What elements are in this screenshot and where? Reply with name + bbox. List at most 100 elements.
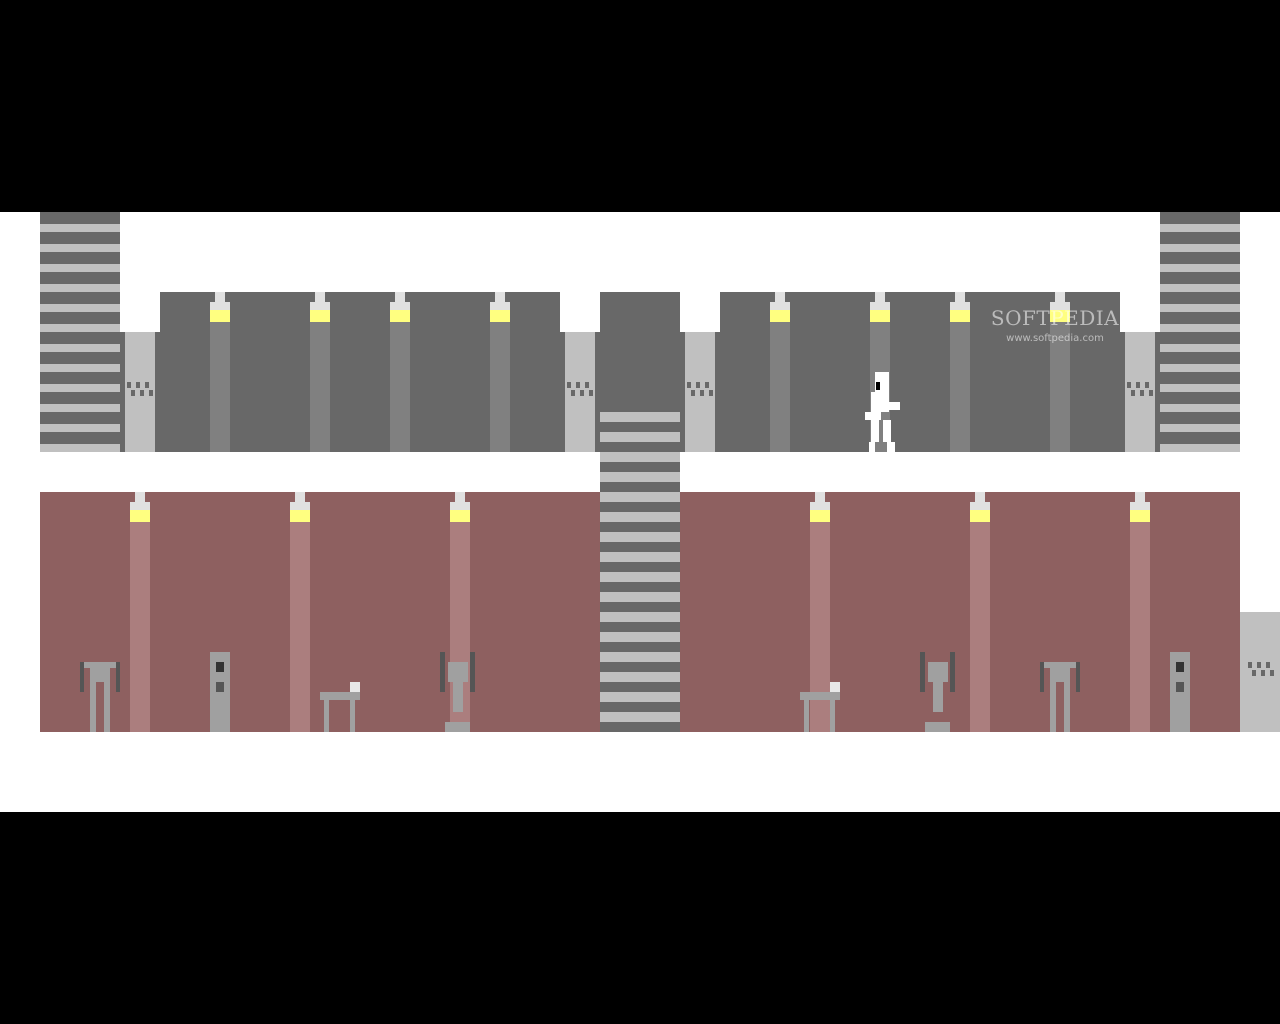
robot-sentry-icon	[1050, 682, 1056, 732]
door-icon	[127, 382, 131, 388]
ceiling-lamp-icon	[975, 492, 985, 502]
robot-sentry-icon	[1064, 682, 1070, 732]
ceiling-lamp-icon	[1050, 302, 1070, 310]
lower-pillar	[810, 512, 830, 732]
watermark-brand: SOFTPEDIA	[990, 306, 1120, 330]
watermark: SOFTPEDIA www.softpedia.com	[990, 306, 1120, 344]
door-icon	[1149, 390, 1153, 396]
upper-pillar	[210, 302, 230, 452]
door-icon	[709, 390, 713, 396]
player-sprite	[871, 420, 879, 442]
door-icon	[700, 390, 704, 396]
staircase-icon	[1160, 404, 1240, 412]
ceiling-lamp-icon	[495, 292, 505, 302]
robot-sentry-icon	[470, 652, 475, 692]
staircase-icon	[40, 384, 120, 392]
door-icon	[1136, 382, 1140, 388]
ceiling-lamp-icon	[870, 310, 890, 322]
robot-sentry-icon	[80, 662, 120, 668]
door-icon	[589, 390, 593, 396]
staircase-icon	[600, 592, 680, 602]
robot-sentry-icon	[445, 722, 470, 732]
ceiling-lamp-icon	[295, 492, 305, 502]
door-icon	[145, 382, 149, 388]
staircase-icon	[40, 224, 120, 232]
ceiling-lamp-icon	[290, 502, 310, 510]
door-icon	[149, 390, 153, 396]
robot-sentry-icon	[324, 700, 329, 732]
staircase-icon	[600, 492, 680, 502]
player-sprite	[876, 382, 880, 390]
robot-sentry-icon	[216, 662, 224, 672]
door-icon	[576, 382, 580, 388]
staircase-right	[1160, 212, 1240, 452]
player-sprite	[865, 412, 881, 420]
player-sprite	[869, 442, 875, 452]
staircase-icon	[40, 264, 120, 272]
robot-sentry-icon	[925, 722, 950, 732]
upper-pillar	[770, 302, 790, 452]
ceiling-lamp-icon	[815, 492, 825, 502]
staircase-icon	[1160, 364, 1240, 372]
robot-sentry-icon	[350, 682, 360, 692]
ceiling-lamp-icon	[210, 310, 230, 322]
player-sprite	[887, 442, 895, 452]
robot-sentry-icon	[448, 662, 468, 682]
robot-sentry-icon	[1170, 652, 1190, 732]
lower-pillar	[1130, 512, 1150, 732]
staircase-icon	[1160, 244, 1240, 252]
ceiling-lamp-icon	[390, 302, 410, 310]
staircase-icon	[1160, 304, 1240, 312]
door-icon	[136, 382, 140, 388]
door-icon	[1248, 662, 1252, 668]
robot-sentry-icon	[804, 700, 809, 732]
ceiling-lamp-icon	[215, 292, 225, 302]
staircase-left	[40, 212, 120, 452]
ceiling-lamp-icon	[130, 510, 150, 522]
staircase-icon	[600, 692, 680, 702]
robot-sentry-icon	[1040, 662, 1044, 692]
door-lower-exit	[1240, 612, 1280, 732]
staircase-icon	[1160, 424, 1240, 432]
ceiling-lamp-icon	[1050, 310, 1070, 322]
ceiling-lamp-icon	[490, 310, 510, 322]
robot-sentry-icon	[90, 668, 110, 682]
ceiling-lamp-icon	[455, 492, 465, 502]
robot-sentry-icon	[1040, 662, 1080, 668]
door-icon	[1257, 662, 1261, 668]
ceiling-lamp-icon	[130, 502, 150, 510]
ceiling-lamp-icon	[310, 310, 330, 322]
player-sprite	[883, 420, 891, 442]
door-icon	[1261, 670, 1265, 676]
staircase-icon	[1160, 444, 1240, 452]
door-icon	[585, 382, 589, 388]
staircase-icon	[1160, 264, 1240, 272]
staircase-icon	[600, 412, 680, 422]
ceiling-lamp-icon	[290, 510, 310, 522]
ceiling-lamp-icon	[770, 310, 790, 322]
lower-pillar	[290, 512, 310, 732]
door-icon	[571, 390, 575, 396]
staircase-icon	[1160, 284, 1240, 292]
robot-sentry-icon	[453, 682, 463, 712]
staircase-icon	[40, 284, 120, 292]
staircase-icon	[600, 512, 680, 522]
ceiling-lamp-icon	[870, 302, 890, 310]
ceiling-lamp-icon	[1135, 492, 1145, 502]
staircase-icon	[600, 572, 680, 582]
robot-sentry-icon	[928, 662, 948, 682]
robot-sentry-icon	[830, 682, 840, 692]
staircase-icon	[600, 632, 680, 642]
ceiling-lamp-icon	[310, 302, 330, 310]
staircase-icon	[1160, 344, 1240, 352]
door-icon	[567, 382, 571, 388]
staircase-icon	[600, 652, 680, 662]
robot-sentry-icon	[830, 700, 835, 732]
upper-pillar	[390, 302, 410, 452]
staircase-icon	[40, 244, 120, 252]
ceiling-lamp-icon	[875, 292, 885, 302]
door-icon	[696, 382, 700, 388]
ceiling-lamp-icon	[950, 310, 970, 322]
robot-sentry-icon	[920, 652, 925, 692]
